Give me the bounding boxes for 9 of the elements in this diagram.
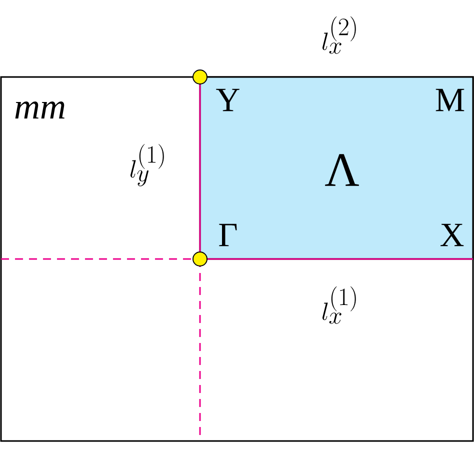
point-label: X [440, 224, 464, 246]
point-label: Γ [219, 224, 237, 246]
symmetry-label: mm [15, 102, 64, 118]
point-label: Y [216, 88, 240, 112]
region-label: Λ [325, 154, 359, 186]
length-label: $l_y^{(1)}$ [130, 144, 164, 186]
length-label: $l_x^{(1)}$ [322, 286, 356, 324]
length-label: $l_x^{(2)}$ [322, 16, 356, 54]
point-label: M [436, 88, 464, 112]
